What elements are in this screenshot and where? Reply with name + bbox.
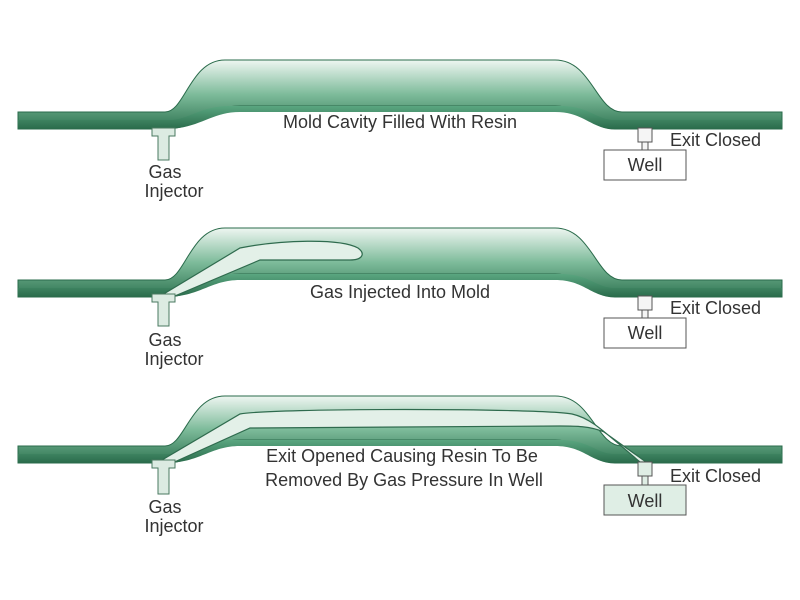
mold-bottom-strip [18,106,782,129]
injector-label-line-2: Injector [144,181,203,201]
well-label: Well [628,491,663,511]
exit-valve [637,295,653,311]
exit-label: Exit Closed [670,298,761,318]
gas-injector-nozzle [151,293,176,327]
injector-label-line-1: Gas [148,162,181,182]
stage-caption-line-1: Gas Injected Into Mold [310,282,490,302]
gas-channel [160,408,648,465]
well-box [603,317,687,349]
well-box [603,484,687,516]
gas-injector-nozzle [151,127,176,161]
well-box [603,149,687,181]
exit-label: Exit Closed [670,130,761,150]
exit-valve [637,461,653,477]
gas-injector-nozzle [151,459,176,495]
injector-label-line-2: Injector [144,516,203,536]
injector-label-line-2: Injector [144,349,203,369]
well-label: Well [628,155,663,175]
injector-label-line-1: Gas [148,497,181,517]
exit-valve [637,127,653,143]
stage-1: Gas Injector Mold Cavity Filled With Res… [17,59,783,201]
stage-caption-line-2: Removed By Gas Pressure In Well [265,470,543,490]
stage-2: Gas Injector Gas Injected Into Mold Exit… [17,227,783,369]
exit-label: Exit Closed [670,466,761,486]
well-label: Well [628,323,663,343]
gas-bubble [160,240,363,299]
injector-label-line-1: Gas [148,330,181,350]
stage-3: Gas Injector Exit Opened Causing Resin T… [17,395,783,536]
stage-caption-line-1: Mold Cavity Filled With Resin [283,112,517,132]
stage-caption-line-1: Exit Opened Causing Resin To Be [266,446,538,466]
